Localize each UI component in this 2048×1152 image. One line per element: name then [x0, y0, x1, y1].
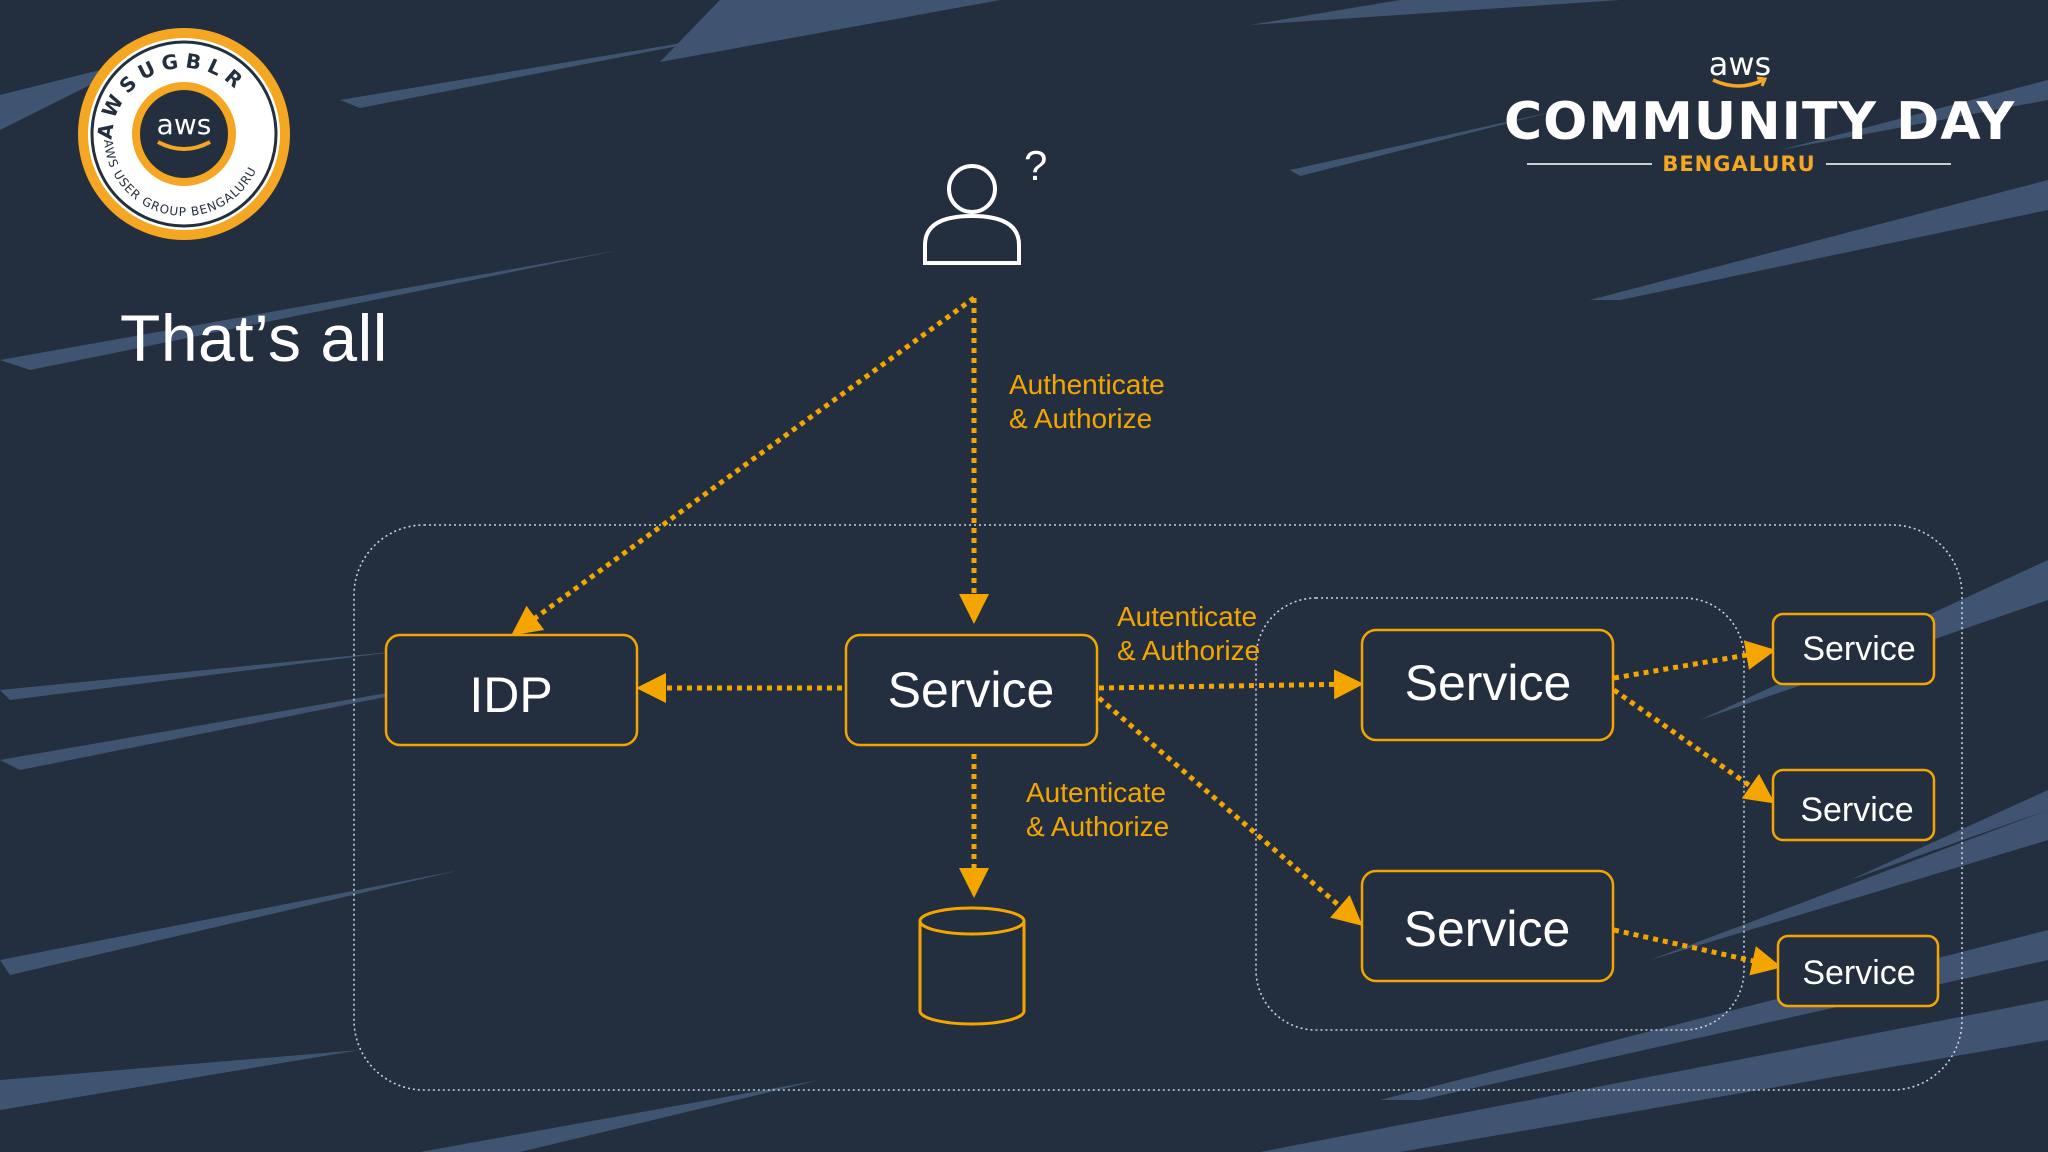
service-top-to-leaf-1-arrow — [1613, 640, 1776, 681]
brand-event-name: COMMUNITY DAY — [1504, 92, 2016, 152]
service-bottom-node — [1360, 869, 1615, 983]
user-to-idp-arrow — [511, 295, 976, 636]
leaf-service-2-node — [1771, 768, 1936, 842]
brand-city: BENGALURU — [1662, 152, 1816, 176]
flow-arrows — [511, 295, 1782, 976]
aws-smile-icon — [1712, 76, 1768, 88]
slide-title: That’s all — [120, 301, 388, 375]
database-icon — [918, 906, 1026, 1026]
system-boundary — [353, 524, 1963, 1091]
user-question-mark: ? — [1024, 142, 1047, 189]
user-auth-label-line-1: Authenticate — [1009, 369, 1165, 400]
brand-aws-text: aws — [1708, 45, 1772, 83]
awsugblr-badge-logo: aws AWSUGBLR AWS USER GROUP BENGALURU — [78, 28, 290, 240]
service-group-boundary — [1255, 597, 1745, 1031]
service-top-node — [1360, 628, 1615, 742]
leaf-service-1-node — [1771, 612, 1936, 686]
db-auth-label-line-1: Autenticate — [1026, 777, 1166, 808]
db-auth-label-line-2: & Authorize — [1026, 811, 1169, 842]
service-top-to-leaf-2-arrow — [1612, 687, 1775, 804]
user-icon — [923, 164, 1021, 265]
service-bottom-node-label: Service — [1404, 901, 1571, 957]
service-top-node-label: Service — [1405, 655, 1572, 711]
idp-node-label: IDP — [469, 667, 552, 723]
gateway-service-node — [844, 633, 1099, 747]
gateway-service-node-label: Service — [888, 662, 1055, 718]
brand-rule-left — [1527, 163, 1653, 165]
brand-rule-right — [1825, 163, 1951, 165]
service-auth-label-line-1: Autenticate — [1117, 601, 1257, 632]
idp-node — [384, 633, 639, 747]
service-bottom-to-leaf-3-arrow — [1613, 927, 1782, 976]
leaf-service-3-node — [1776, 934, 1940, 1008]
leaf-service-3-label: Service — [1802, 954, 1915, 992]
user-auth-label-line-2: & Authorize — [1009, 403, 1152, 434]
service-to-service-top-arrow — [1098, 669, 1364, 700]
brand-city-row: BENGALURU — [1504, 152, 1974, 176]
badge-aws-text: aws — [157, 108, 212, 141]
leaf-service-1-label: Service — [1802, 630, 1915, 668]
service-to-service-bottom-arrow — [1097, 696, 1363, 926]
leaf-service-2-label: Service — [1800, 791, 1913, 829]
service-auth-label-line-2: & Authorize — [1117, 635, 1260, 666]
community-day-logo: aws COMMUNITY DAY BENGALURU — [1504, 45, 2016, 188]
